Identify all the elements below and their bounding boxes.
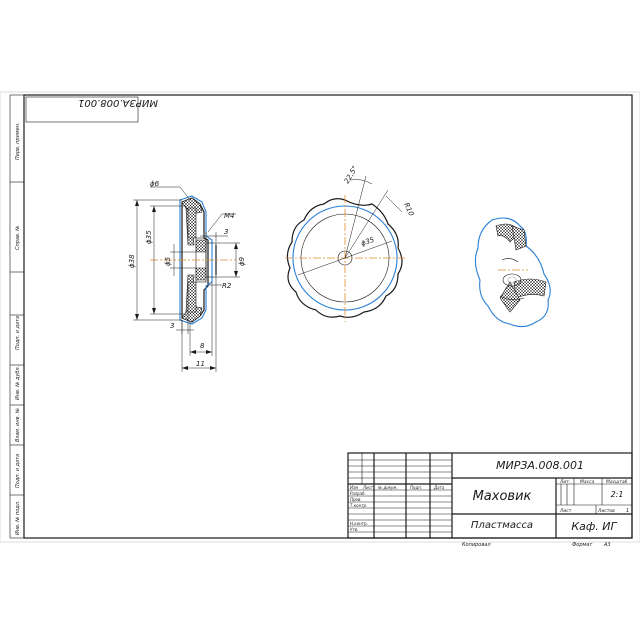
mirrored-code: МИРЗА.008.001 [78,97,158,108]
dim-d35-front: ϕ35 [360,236,376,248]
dim-r2: R2 [222,282,232,290]
mass-label: Масса [580,479,595,485]
role-2: Т.контр. [350,503,367,508]
side-section-view [150,195,236,325]
dim-d9: ϕ9 [238,256,246,266]
dim-eight: 8 [200,342,205,350]
drawing-code: МИРЗА.008.001 [496,459,584,472]
drawing-material: Пластмасса [471,520,533,531]
change-header-3: Подп. [410,485,422,490]
title-block: Изм Лист № докум. Подп. Дата Разраб. Про… [347,452,633,539]
side-label-3: Инв. № дубл. [15,366,21,400]
sheets-value: 1 [626,508,629,514]
change-header-2: № докум. [377,485,398,490]
copied-label: Копировал [462,542,491,548]
dim-d6: ϕ6 [150,180,160,188]
scale-label: Масштаб [606,479,628,485]
format-value: A3 [603,542,611,548]
side-label-2: Подп. и дата [15,316,21,350]
scale-value: 2:1 [611,490,624,499]
side-label-4: Взам. инв. № [15,408,21,442]
isometric-view [474,217,551,328]
side-label-1: Справ. № [15,226,21,250]
mirrored-code-box: МИРЗА.008.001 [25,96,158,123]
side-label-0: Перв. примен. [15,122,21,160]
drawing-frame [23,94,633,539]
change-header-1: Лист [362,485,374,490]
dim-three-top: 3 [224,228,228,236]
dim-d35: ϕ35 [145,230,153,244]
lit-label: Лит. [559,479,570,485]
front-view: ϕ35 22,5° R10 [285,164,415,322]
dim-r10: R10 [402,201,415,217]
role-0: Разраб. [350,491,366,496]
side-strip: Перв. примен. Справ. № Подп. и дата Инв.… [9,94,24,539]
side-dimensions: ϕ6 ϕ38 ϕ35 ϕ5 M4 3 ϕ9 [128,180,246,372]
sheets-label: Листов [597,508,615,514]
drawing-organization: Каф. ИГ [571,520,617,533]
drawing-title: Маховик [473,489,532,504]
dim-m4: M4 [224,212,235,220]
role-4: Н.контр. [350,521,368,526]
dim-d5: ϕ5 [164,256,172,266]
role-1: Пров. [350,497,362,502]
side-label-6: Инв. № подл. [15,501,21,536]
sheet-border [0,91,640,543]
change-header-4: Дата [433,485,445,490]
format-label: Формат [572,542,593,548]
dim-d38: ϕ38 [128,254,136,268]
dim-eleven: 11 [196,360,205,368]
change-header-0: Изм [350,485,358,490]
side-label-5: Подп. и дата [15,454,21,488]
sheet-label: Лист [559,508,572,514]
dim-three-bot: 3 [170,322,174,330]
dim-angle: 22,5° [343,164,359,185]
role-5: Утв. [350,527,358,532]
